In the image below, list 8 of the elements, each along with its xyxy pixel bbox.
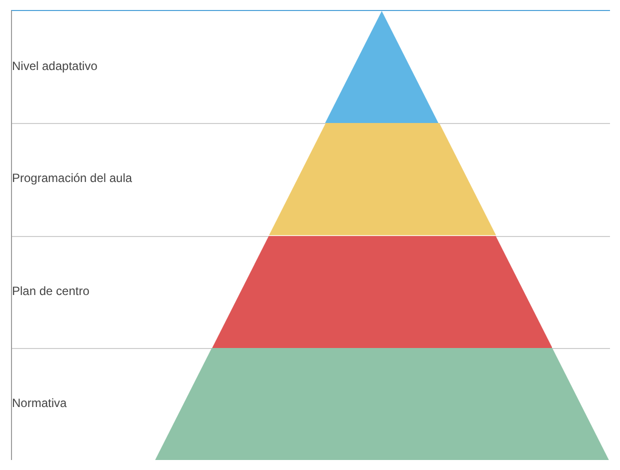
pyramid-level: [268, 123, 496, 236]
level-label: Programación del aula: [12, 171, 132, 186]
pyramid-level: [212, 236, 552, 348]
level-label: Nivel adaptativo: [12, 59, 98, 74]
pyramid-level: [155, 348, 609, 460]
pyramid-level: [325, 11, 439, 124]
level-label: Normativa: [12, 396, 67, 410]
level-label: Plan de centro: [12, 284, 90, 298]
